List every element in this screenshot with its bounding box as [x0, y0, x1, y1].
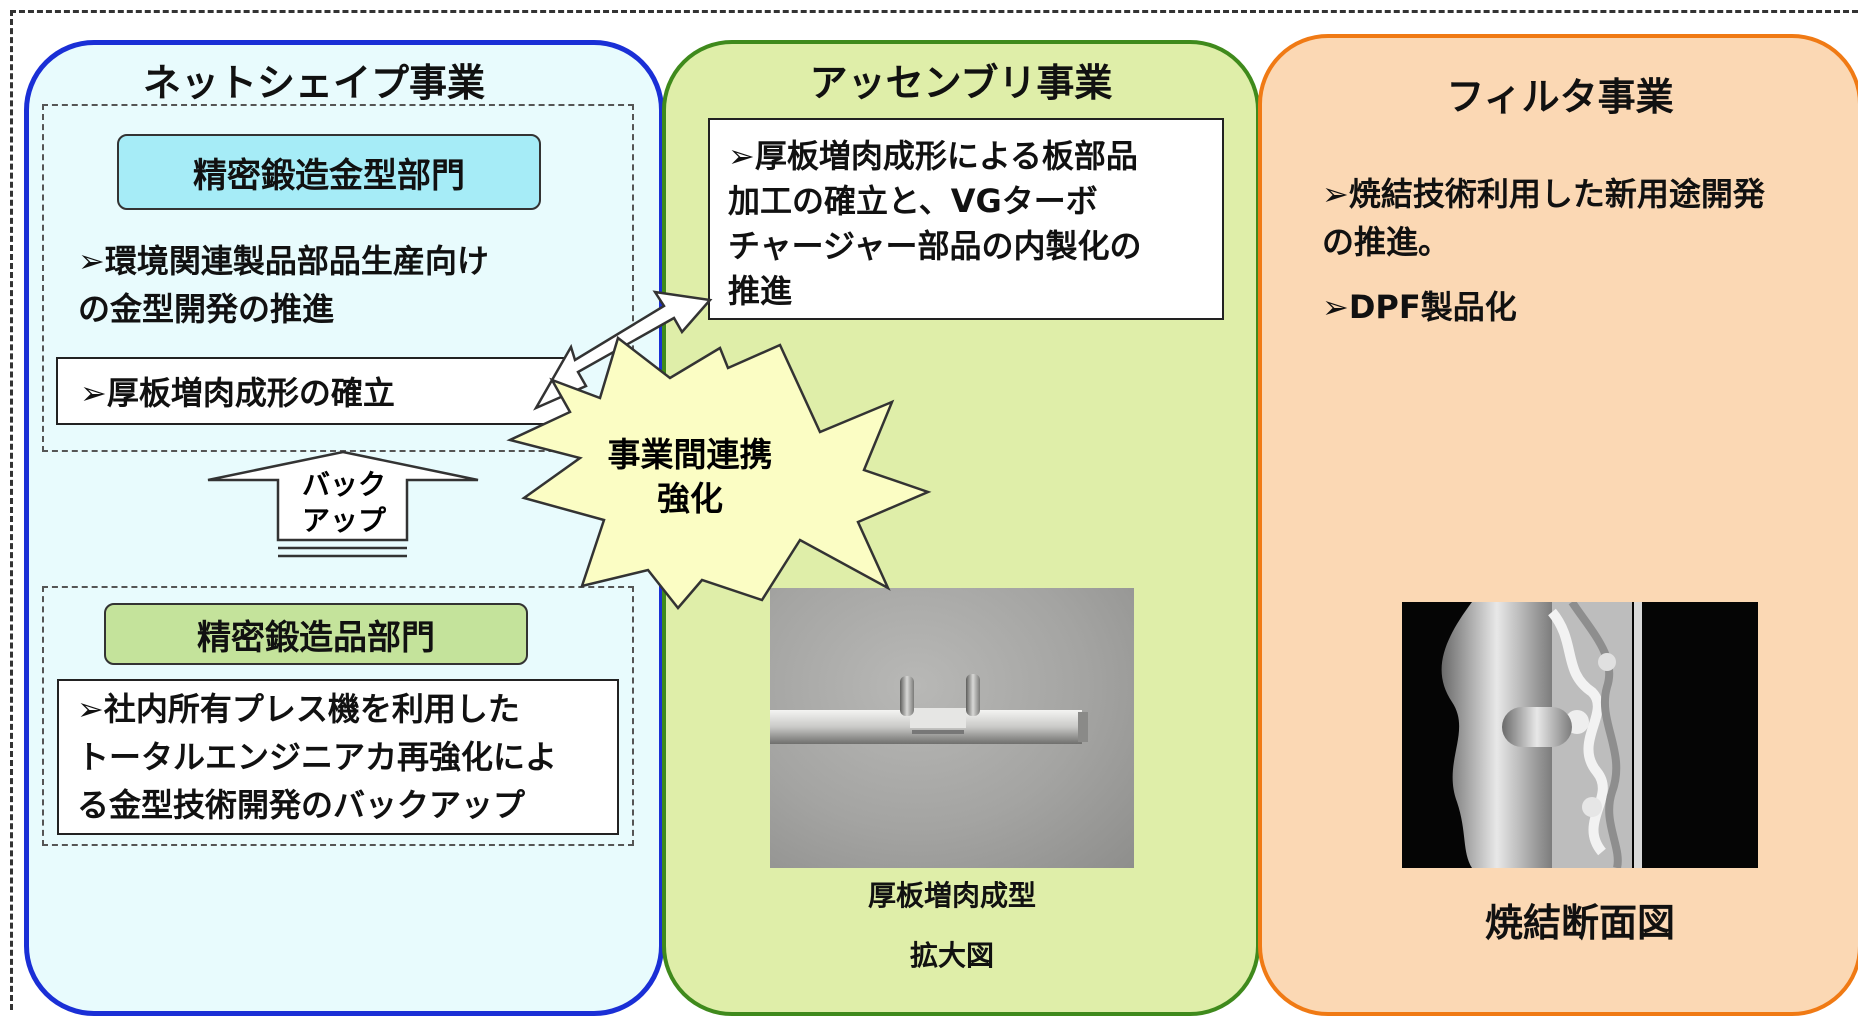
thick-plate-part-image: [770, 674, 1088, 744]
assembly-goal-line1: ➢厚板増肉成形による板部品: [728, 137, 1138, 175]
backup-label-line2: アップ: [302, 504, 387, 537]
thick-plate-text: ➢厚板増肉成形の確立: [80, 374, 395, 412]
die-dept-item-line2: の金型開発の推進: [78, 290, 335, 328]
die-dept-item-line1: ➢環境関連製品部品生産向け: [78, 242, 489, 280]
filter-item1-line1: ➢焼結技術利用した新用途開発: [1322, 175, 1765, 213]
collaboration-line1: 事業間連携: [608, 435, 773, 474]
filter-item2: ➢DPF製品化: [1322, 288, 1517, 326]
thick-plate-photo: [770, 588, 1134, 868]
backup-up-arrow: [207, 450, 479, 542]
assembly-goal-line2: 加工の確立と、VGターボ: [728, 182, 1098, 220]
assembly-goal-line3: チャージャー部品の内製化の: [728, 227, 1142, 265]
forging-line1: ➢社内所有プレス機を利用した: [77, 690, 520, 728]
sintered-photo: [1402, 602, 1758, 868]
die-dept-label: 精密鍛造金型部門: [117, 134, 541, 210]
thick-plate-caption-line1: 厚板増肉成型: [867, 879, 1036, 912]
outer-dashed-frame: [10, 10, 1858, 1010]
forging-dept-text: ➢社内所有プレス機を利用した トータルエンジニアカ再強化によ る金型技術開発のバ…: [77, 685, 557, 829]
assembly-goal-line4: 推進: [728, 272, 793, 310]
sintered-caption: 焼結断面図: [1484, 901, 1675, 945]
assembly-goal-box: ➢厚板増肉成形による板部品 加工の確立と、VGターボ チャージャー部品の内製化の…: [708, 118, 1224, 320]
filter-title: フィルタ事業: [1446, 75, 1674, 119]
die-dept-group: [42, 104, 634, 452]
forging-dept-box: ➢社内所有プレス機を利用した トータルエンジニアカ再強化によ る金型技術開発のバ…: [57, 679, 619, 835]
forging-line3: る金型技術開発のバックアップ: [77, 786, 526, 824]
forging-dept-group: [42, 586, 634, 846]
thick-plate-box: ➢厚板増肉成形の確立: [56, 357, 572, 425]
assembly-title: アッセンブリ事業: [809, 61, 1113, 105]
backup-label-line1: バック: [302, 468, 386, 501]
sintered-cross-section-image: [1441, 602, 1642, 868]
forging-line2: トータルエンジニアカ再強化によ: [77, 738, 558, 776]
collaboration-starburst: [506, 335, 932, 610]
assembly-goal-text: ➢厚板増肉成形による板部品 加工の確立と、VGターボ チャージャー部品の内製化の…: [728, 134, 1141, 314]
die-dept-item: ➢環境関連製品部品生産向け の金型開発の推進: [78, 237, 618, 333]
collaboration-line2: 強化: [657, 479, 723, 518]
filter-item1-line2: の推進。: [1322, 223, 1451, 261]
thick-plate-caption-line2: 拡大図: [909, 939, 994, 972]
netshape-title: ネットシェイプ事業: [142, 61, 485, 105]
double-arrow: [533, 290, 713, 411]
filter-item1: ➢焼結技術利用した新用途開発 の推進。: [1322, 170, 1842, 266]
forging-dept-label: 精密鍛造品部門: [104, 603, 528, 665]
